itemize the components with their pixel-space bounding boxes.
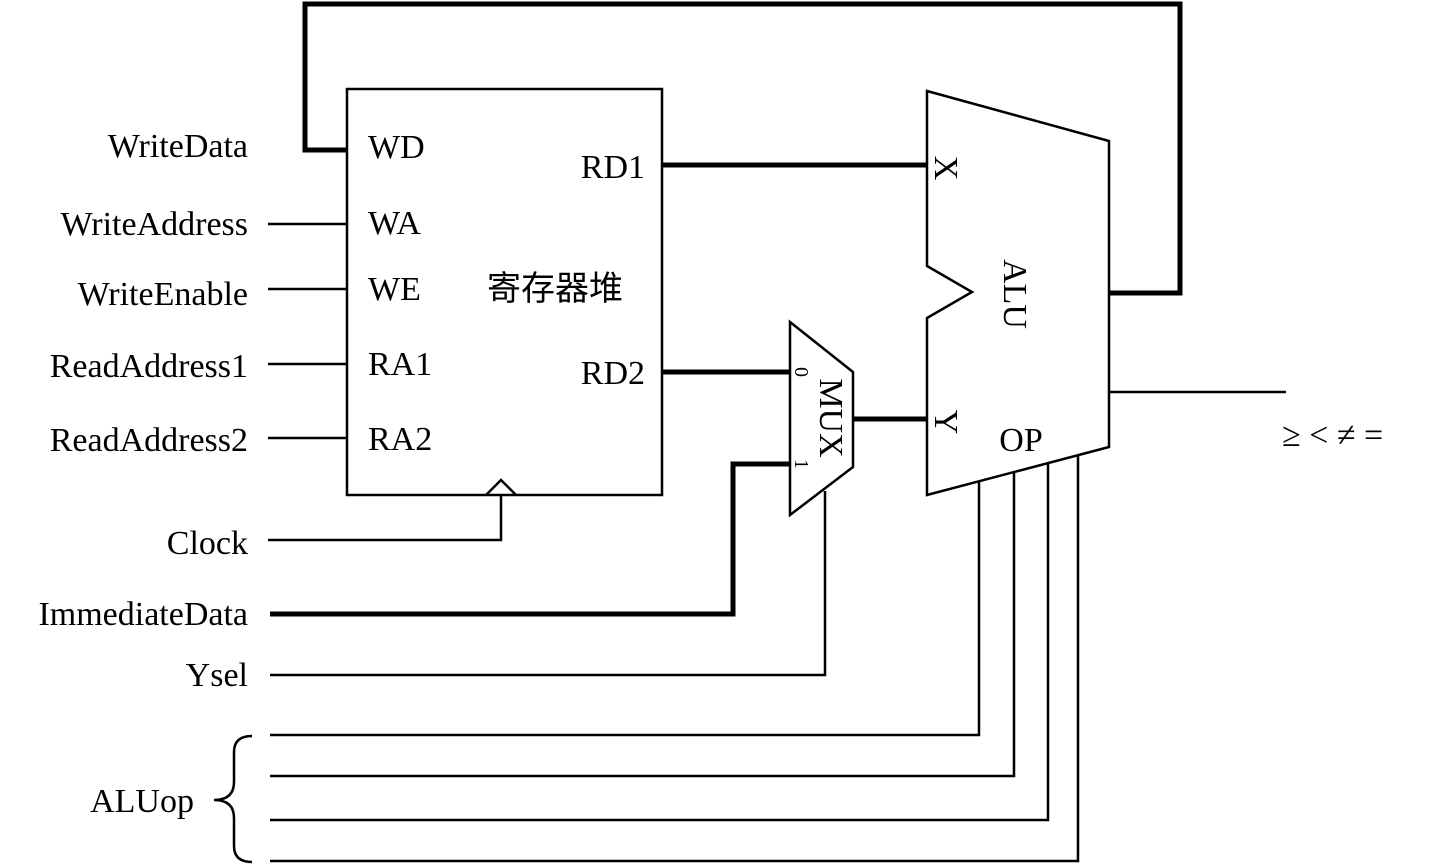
rd2-port-label: RD2 [581, 355, 645, 392]
register-file-title: 寄存器堆 [487, 270, 623, 308]
mux-block [788, 319, 855, 518]
immediate-data-bus [270, 461, 790, 617]
rd1-port-label: RD1 [581, 149, 645, 186]
write-enable-label: WriteEnable [78, 276, 248, 313]
write-data-label: WriteData [108, 128, 248, 165]
flags-output-label: ≥ < ≠ = [1282, 417, 1383, 454]
alu-block [925, 89, 1111, 497]
aluop-brace [213, 734, 253, 864]
clock-wire [268, 495, 503, 542]
clock-label: Clock [167, 525, 248, 562]
mux-label: MUX [812, 378, 849, 457]
wd-port-label: WD [368, 129, 425, 166]
write-address-label: WriteAddress [61, 206, 248, 243]
register-file-block [345, 87, 664, 497]
alu-feedback-bus [302, 1, 1183, 296]
alu-x-port-label: X [927, 156, 964, 181]
mux-input0-label: 0 [790, 367, 812, 377]
mux-input1-label: 1 [790, 459, 812, 469]
ra1-port-label: RA1 [368, 346, 432, 383]
aluop-wire-3 [270, 455, 1080, 863]
we-port-label: WE [368, 271, 421, 308]
alu-label: ALU [996, 259, 1033, 329]
ysel-wire [270, 491, 827, 677]
read-address2-label: ReadAddress2 [50, 422, 248, 459]
wa-port-label: WA [368, 205, 421, 242]
aluop-label: ALUop [90, 783, 194, 820]
ra2-port-label: RA2 [368, 421, 432, 458]
read-address1-label: ReadAddress1 [50, 348, 248, 385]
aluop-wire-0 [270, 481, 981, 737]
clock-edge-marker [485, 478, 517, 496]
alu-y-port-label: Y [927, 410, 964, 435]
alu-op-port-label: OP [999, 422, 1042, 459]
aluop-wire-2 [270, 463, 1050, 822]
ysel-label: Ysel [186, 657, 248, 694]
aluop-wire-1 [270, 472, 1016, 778]
immediate-data-label: ImmediateData [38, 596, 248, 633]
